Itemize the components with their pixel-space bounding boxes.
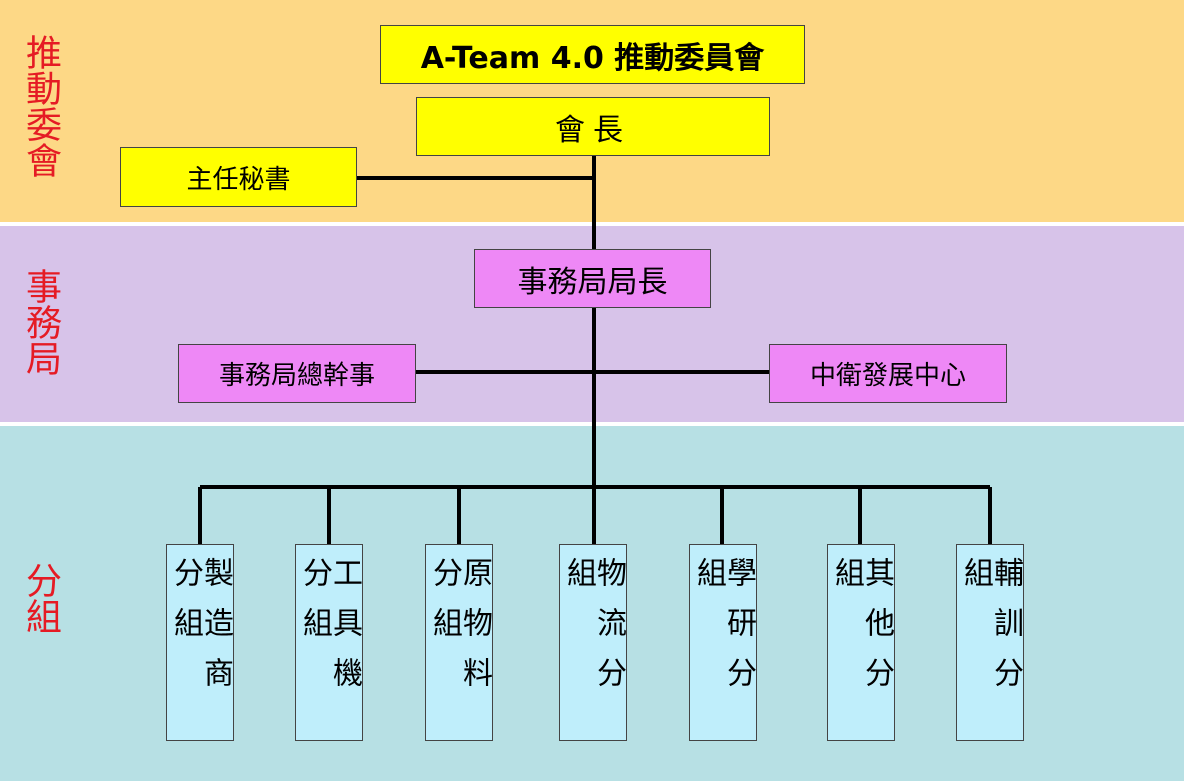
development-center-box: 中衛發展中心 — [769, 344, 1007, 403]
section-label-secretariat: 事務局 — [20, 268, 61, 376]
chair-box: 會長 — [416, 97, 770, 156]
chief-secretary-box: 主任秘書 — [120, 147, 357, 207]
general-officer-box: 事務局總幹事 — [178, 344, 416, 403]
group-box-training: 輔訓分組 — [956, 544, 1024, 741]
section-label-groups: 分組 — [20, 562, 61, 634]
group-box-manufacturer: 製造商分組 — [166, 544, 234, 741]
group-box-raw-material: 原物料分組 — [425, 544, 493, 741]
section-label-committee: 推動委會 — [20, 34, 61, 178]
committee-title-box: A-Team 4.0 推動委員會 — [380, 25, 805, 84]
group-label: 原物料分組 — [427, 557, 492, 707]
group-label: 製造商分組 — [168, 557, 233, 707]
group-box-academia: 學研分組 — [689, 544, 757, 741]
group-box-logistics: 物流分組 — [559, 544, 627, 741]
group-label: 其他分組 — [829, 557, 894, 707]
group-label: 學研分組 — [691, 557, 756, 707]
group-label: 物流分組 — [561, 557, 626, 707]
secretariat-director-box: 事務局局長 — [474, 249, 711, 308]
group-label: 工具機分組 — [297, 557, 362, 707]
group-label: 輔訓分組 — [958, 557, 1023, 707]
group-box-machine-tool: 工具機分組 — [295, 544, 363, 741]
group-box-other: 其他分組 — [827, 544, 895, 741]
